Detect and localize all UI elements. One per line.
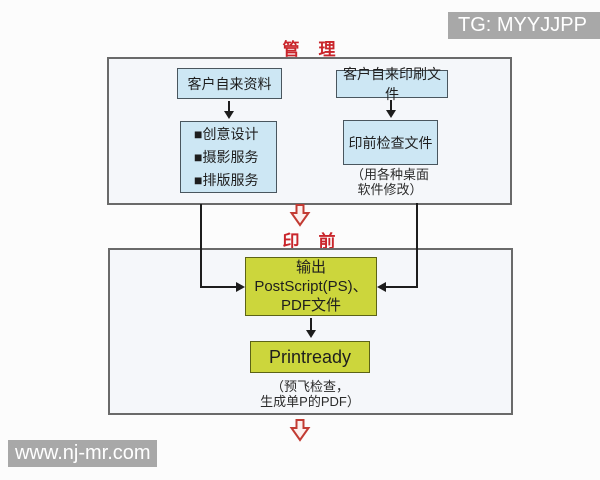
node-output-postscript-pdf: 输出 PostScript(PS)、 PDF文件 [245, 257, 377, 316]
arrowhead-left-icon [377, 282, 386, 292]
node-design-services: ■创意设计 ■摄影服务 ■排版服务 [180, 121, 277, 193]
arrowhead-right-icon [236, 282, 245, 292]
node-printready: Printready [250, 341, 370, 373]
red-down-arrow-icon [289, 204, 311, 227]
output-line: PDF文件 [280, 297, 341, 314]
arrow-line-output-to-printready [310, 318, 312, 331]
connector-left-horizontal [201, 286, 237, 288]
note-line: 软件修改） [357, 182, 423, 197]
node-customer-materials: 客户自来资料 [177, 68, 282, 99]
output-line: 输出 PostScript(PS)、 [254, 259, 368, 295]
service-item-photography: ■摄影服务 [194, 148, 259, 165]
note-line: （预飞检查， [270, 379, 349, 394]
node-customer-print-files: 客户自来印刷文件 [336, 66, 448, 102]
top-watermark-badge: TG: MYYJJPP [448, 12, 600, 39]
section-title-management: 管 理 [282, 40, 337, 59]
service-item-typesetting: ■排版服务 [194, 171, 259, 188]
note-line: 生成单P的PDF） [260, 394, 360, 409]
connector-left-vertical [200, 204, 202, 288]
connector-right-vertical [416, 203, 418, 288]
arrowhead-down-icon [224, 111, 234, 119]
note-line: （用各种桌面 [350, 167, 429, 182]
arrow-line-files-to-check [390, 100, 392, 111]
section-title-prepress: 印 前 [282, 232, 337, 251]
note-desktop-software: （用各种桌面 软件修改） [328, 167, 452, 197]
arrowhead-down-icon [306, 330, 316, 338]
bottom-watermark-url: www.nj-mr.com [8, 440, 157, 467]
arrowhead-down-icon [386, 110, 396, 118]
red-down-arrow-icon [289, 419, 311, 442]
note-preflight-pdf: （预飞检查， 生成单P的PDF） [232, 379, 388, 409]
node-preflight-check-files: 印前检查文件 [343, 120, 438, 165]
service-item-creative-design: ■创意设计 [194, 125, 259, 142]
arrow-line-materials-to-services [228, 101, 230, 112]
connector-right-horizontal [385, 286, 417, 288]
